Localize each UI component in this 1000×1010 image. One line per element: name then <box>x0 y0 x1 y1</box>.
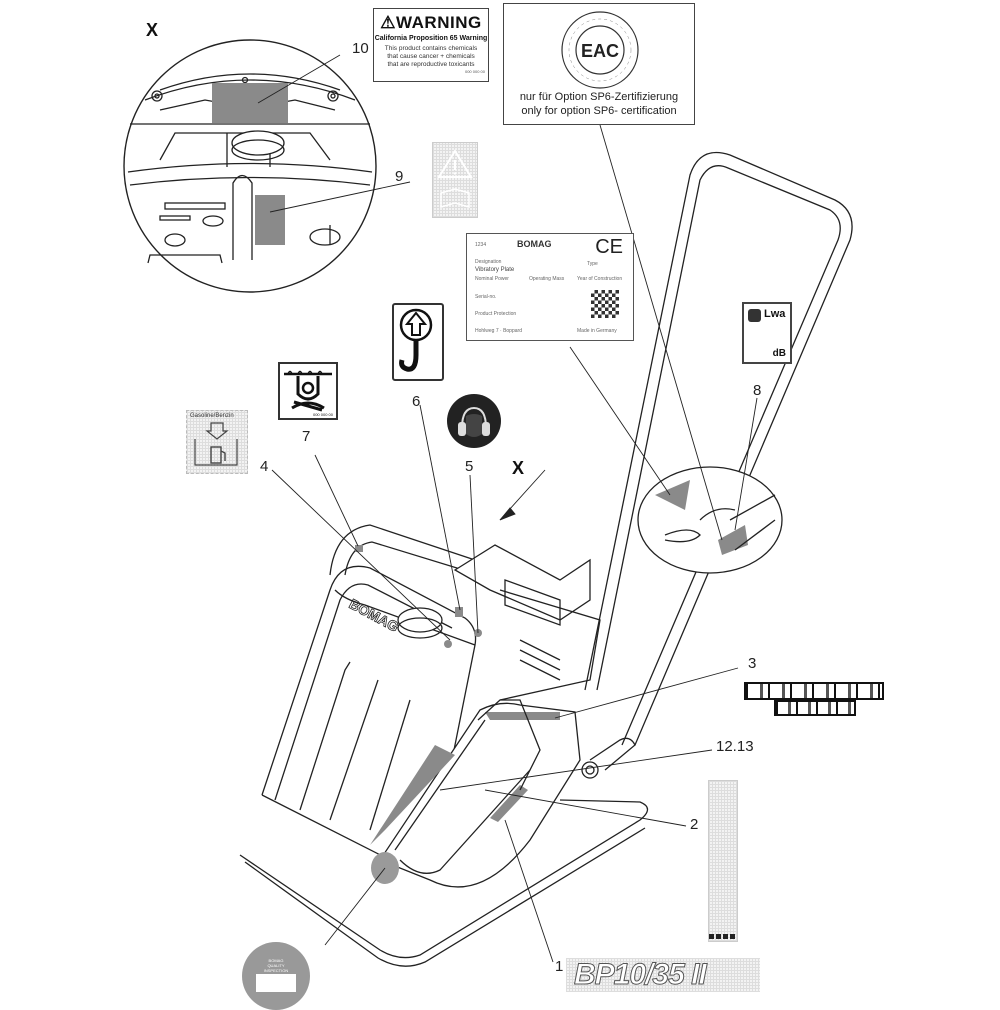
warning-body-line: that are reproductive toxicants <box>387 61 475 68</box>
label-6-lifting-point <box>392 303 444 381</box>
type-plate-field: Nominal Power <box>475 276 509 282</box>
lwa-symbol: Lwa <box>764 308 786 320</box>
view-arrow-x: X <box>512 458 525 478</box>
callout-4: 4 <box>260 458 269 475</box>
view-marker-x: X <box>146 20 159 40</box>
engine-icon <box>748 309 761 322</box>
callout-9: 9 <box>395 168 404 185</box>
type-plate-field: Made in Germany <box>577 328 617 334</box>
callout-7: 7 <box>302 428 311 445</box>
guide-handle <box>584 151 853 746</box>
type-plate-field: Product Protection <box>475 311 517 317</box>
warning-body-line: This product contains chemicals <box>384 45 478 52</box>
warning-code: 000 000 00 <box>464 69 485 74</box>
detail-view-x <box>123 39 377 293</box>
ear-defender-icon <box>458 406 490 437</box>
type-plate-brand: BOMAG <box>517 239 552 249</box>
label-model-decal: BP10/35 II <box>566 958 760 992</box>
warning-subtitle: California Proposition 65 Warning <box>374 35 488 42</box>
seal-line: QUALITY <box>267 963 285 968</box>
type-plate-field: Designation <box>475 259 502 265</box>
eac-note-de: nur für Option SP6-Zertifizierung <box>519 91 679 103</box>
tie-down-code: 000 000 00 <box>312 412 333 417</box>
label-eac-certification: EAC nur für Option SP6-Zertifizierung on… <box>503 3 695 125</box>
pictogram-row-top <box>744 682 884 700</box>
label-12-13-location <box>370 745 455 845</box>
db-unit: dB <box>772 348 786 359</box>
fuel-pump-icon <box>194 422 238 466</box>
warning-body-line: that cause cancer + chemicals <box>387 53 475 60</box>
label-10-location <box>212 83 288 123</box>
lifting-hook-icon <box>399 308 433 372</box>
eac-seal-icon: EAC <box>561 11 639 89</box>
pictogram-row-bottom <box>774 700 856 716</box>
callout-3: 3 <box>748 655 757 672</box>
base-plate <box>239 799 649 967</box>
label-5-hearing-protection <box>447 394 501 448</box>
tie-down-icon <box>284 370 332 412</box>
exciter-cover: BOMAG <box>346 595 636 888</box>
ce-mark: CE <box>595 236 623 258</box>
label-9-read-manual <box>432 142 478 218</box>
type-plate-field: Serial-no. <box>475 294 497 300</box>
label-7-tie-down: 000 000 00 <box>278 362 338 420</box>
seal-line: INSPECTION <box>263 968 289 973</box>
model-text: BP10/35 II <box>574 958 708 992</box>
callout-1: 1 <box>555 958 564 975</box>
label-3-pictogram-strip <box>744 682 884 718</box>
callout-6: 6 <box>412 393 421 410</box>
seal-blank-field <box>256 974 296 992</box>
type-plate-field: Year of Construction <box>577 276 623 282</box>
qr-code-icon <box>591 290 619 318</box>
type-plate-field: Operating Mass <box>529 276 565 282</box>
type-plate-field: Vibratory Plate <box>475 267 515 273</box>
label-8-location <box>718 525 748 555</box>
label-type-plate-location <box>655 480 690 510</box>
type-plate-field: Type <box>587 261 598 267</box>
label-1-location <box>490 785 528 822</box>
callout-12-13: 12.13 <box>716 738 754 755</box>
label-4-fuel: Gasoline/Benzin <box>186 410 248 474</box>
warning-triangle-icon: ⚠ <box>380 13 397 32</box>
leader-lines <box>257 54 758 963</box>
eac-mark: EAC <box>581 41 619 61</box>
read-manual-icon <box>437 149 473 208</box>
strip-marks <box>709 934 737 939</box>
callout-5: 5 <box>465 458 474 475</box>
label-8-sound-power: Lwa dB <box>742 302 792 364</box>
callout-10: 10 <box>352 40 369 57</box>
callout-8: 8 <box>753 382 762 399</box>
label-2-vertical-strip <box>708 780 738 942</box>
seal-line: BOMAG <box>268 958 284 963</box>
warning-title: WARNING <box>396 13 482 32</box>
callout-2: 2 <box>690 816 699 833</box>
eac-note-en: only for option SP6- certification <box>521 105 677 117</box>
fuel-title: Gasoline/Benzin <box>190 413 234 419</box>
label-type-plate: 1234 BOMAG CE Designation Type Vibratory… <box>466 233 634 341</box>
type-plate-field: Hohlweg 7 · Boppard <box>475 328 522 334</box>
label-3-location <box>485 712 560 720</box>
engine <box>355 544 601 701</box>
label-prop65-warning: ⚠WARNING California Proposition 65 Warni… <box>373 8 489 82</box>
label-inspection-seal: BOMAG QUALITY INSPECTION <box>242 942 310 1010</box>
label-9-location <box>255 195 285 245</box>
